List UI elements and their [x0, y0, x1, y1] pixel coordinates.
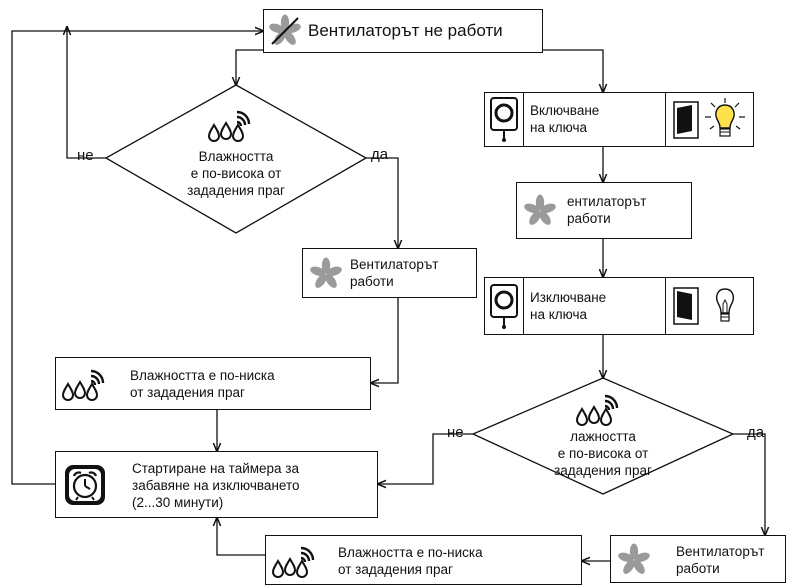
node-switch-off-label: Изключване на ключа: [530, 290, 607, 322]
decision-humidity-high-right-label: лажността е по-висока от зададения праг: [554, 429, 652, 478]
fan-icon: [310, 257, 342, 288]
node-switch-off: Изключване на ключа: [484, 277, 754, 335]
node-timer-start: Стартиране на таймера за забавяне на изк…: [55, 451, 378, 518]
decision-humidity-high-left-label: Влажността е по-висока от зададения праг: [187, 149, 285, 198]
node-fan-on-right: ентилаторът работи: [516, 182, 692, 239]
branch-no-left: не: [77, 147, 94, 164]
branch-yes-left: да: [371, 146, 389, 163]
timer-clock-icon: [65, 465, 105, 505]
node-switch-on-label: Включване на ключа: [530, 103, 600, 135]
node-humidity-low-left: Влажността е по-ниска от зададения праг: [55, 357, 371, 410]
humidity-drops-icon: [575, 394, 619, 426]
wall-switch-icon: [673, 101, 699, 139]
node-fan-off-label: Вентилаторът не работи: [308, 21, 503, 40]
light-bulb-icon: [705, 98, 745, 137]
humidity-drops-icon: [207, 110, 251, 142]
node-humidity-low-bottom: Влажността е по-ниска от зададения праг: [265, 535, 582, 585]
node-fan-off: Вентилаторът не работи: [263, 9, 543, 53]
node-fan-on-left-label: Вентилаторът работи: [350, 257, 439, 289]
power-switch-icon: [490, 97, 518, 142]
humidity-drops-icon: [271, 546, 315, 578]
node-fan-on-bottom: Вентилаторът работи: [610, 535, 786, 583]
power-switch-icon: [490, 284, 518, 329]
wall-switch-icon: [673, 287, 699, 325]
node-fan-on-bottom-label: Вентилаторът работи: [676, 544, 765, 576]
fan-icon: [618, 543, 650, 574]
light-bulb-icon: [716, 288, 734, 322]
decision-diamond-right: [471, 377, 735, 495]
node-fan-on-right-label: ентилаторът работи: [567, 194, 647, 226]
node-humidity-low-left-label: Влажността е по-ниска от зададения праг: [130, 368, 275, 400]
node-humidity-low-bottom-label: Влажността е по-ниска от зададения праг: [338, 545, 483, 577]
humidity-drops-icon: [61, 369, 105, 401]
node-timer-start-label: Стартиране на таймера за забавяне на изк…: [132, 461, 300, 510]
fan-icon: [524, 194, 556, 225]
node-switch-on: Включване на ключа: [484, 92, 754, 147]
fan-icon: [269, 14, 301, 45]
decision-diamond-left: [104, 84, 368, 234]
branch-no-right: не: [447, 424, 464, 441]
node-fan-on-left: Вентилаторът работи: [302, 248, 477, 298]
branch-yes-right: да: [747, 424, 765, 441]
